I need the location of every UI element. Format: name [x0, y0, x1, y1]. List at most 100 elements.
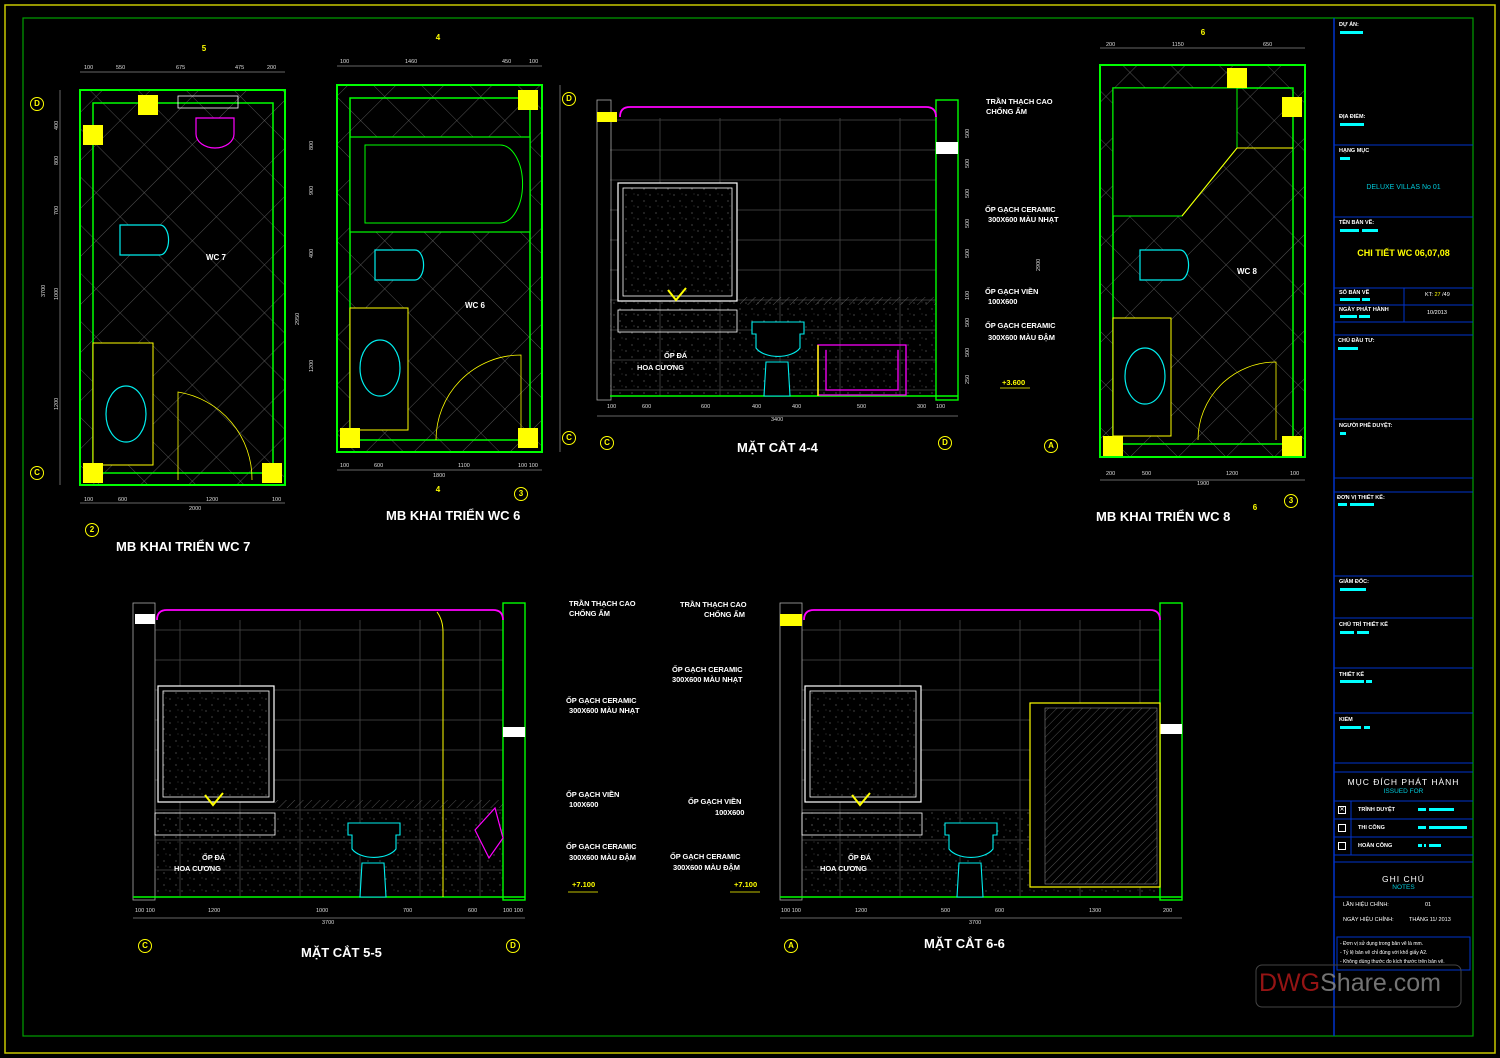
dimension: 1460	[405, 59, 418, 65]
note-granite: ỐP ĐÁ	[202, 853, 226, 862]
note-line: - Tỷ lệ bản vẽ chỉ đúng với khổ giấy A2.	[1340, 950, 1428, 956]
checkbox-hoan-cong[interactable]	[1338, 842, 1346, 850]
grid-bubble: 3	[514, 487, 528, 501]
redacted-bar	[1362, 298, 1370, 301]
redacted-bar	[1366, 680, 1372, 683]
project-label: DỰ ÁN:	[1339, 22, 1359, 28]
dimension: 100	[965, 290, 971, 300]
note-ceramic-dark: ỐP GẠCH CERAMIC	[670, 852, 741, 861]
note-ceiling-sub: CHỐNG ẨM	[704, 610, 745, 619]
dimension: 1200	[1226, 471, 1239, 477]
view-title-wc6: MB KHAI TRIỂN WC 6	[386, 508, 521, 523]
dimension: 100	[340, 59, 350, 65]
dimension: 500	[941, 908, 951, 914]
redacted-bar	[1340, 432, 1346, 435]
dimension: 100	[84, 497, 94, 503]
dimension: 100 100	[503, 908, 523, 914]
redacted-bar	[1429, 844, 1441, 847]
note-ceramic-light: ỐP GẠCH CERAMIC	[672, 665, 743, 674]
dimension: 400	[309, 248, 315, 258]
wc7-plan	[59, 71, 286, 504]
dimension-total: 2900	[1036, 258, 1042, 271]
grid-bubble: C	[600, 436, 614, 450]
dimension: 400	[752, 404, 762, 410]
dimension: 200	[1106, 42, 1116, 48]
redacted-bar	[1424, 844, 1426, 847]
option-label: TRÌNH DUYỆT	[1358, 807, 1395, 813]
approver-label: NGƯỜI PHÊ DUYỆT:	[1339, 423, 1393, 429]
redacted-bar	[1429, 808, 1454, 811]
dimension: 900	[309, 185, 315, 195]
checkbox-thi-cong[interactable]	[1338, 824, 1346, 832]
dimension-total: 3700	[969, 920, 982, 926]
checkbox-trinh-duyet[interactable]: ✕	[1338, 806, 1346, 814]
note-ceramic-light-sub: 300X600 MÀU NHẠT	[988, 215, 1059, 224]
section-marker: 6	[1252, 503, 1258, 512]
note-ceramic-light: ỐP GẠCH CERAMIC	[985, 205, 1056, 214]
redacted-bar	[1340, 157, 1350, 160]
dimension: 500	[965, 128, 971, 138]
dimension: 1000	[316, 908, 329, 914]
note-ceramic-light: ỐP GẠCH CERAMIC	[566, 696, 637, 705]
notes-title: GHI CHÚ	[1382, 874, 1425, 884]
section-marker: 6	[1200, 28, 1206, 37]
note-ceramic-dark-sub: 300X600 MÀU ĐẬM	[988, 333, 1055, 342]
inner-border	[22, 17, 1474, 1037]
dimension: 400	[792, 404, 802, 410]
location-label: ĐỊA ĐIỂM:	[1339, 114, 1366, 120]
note-border-tile-sub: 100X600	[715, 808, 745, 817]
note-granite: ỐP ĐÁ	[664, 351, 688, 360]
drawing-name-label: TÊN BẢN VẼ:	[1339, 220, 1375, 226]
design-unit-label: ĐƠN VỊ THIẾT KẾ:	[1337, 495, 1385, 501]
dimension: 100	[936, 404, 946, 410]
dimension: 400	[54, 120, 60, 130]
note-ceramic-dark-sub: 300X600 MÀU ĐẬM	[569, 853, 636, 862]
section-5-5	[132, 602, 598, 919]
note-ceramic-dark: ỐP GẠCH CERAMIC	[566, 842, 637, 851]
note-ceiling-sub: CHỐNG ẨM	[986, 107, 1027, 116]
designer-label: THIẾT KẾ	[1339, 672, 1365, 678]
redacted-bar	[1418, 808, 1426, 811]
dimension: 500	[965, 347, 971, 357]
note-ceiling-sub: CHỐNG ẨM	[569, 609, 610, 618]
issued-for-title: MỤC ĐÍCH PHÁT HÀNH	[1347, 777, 1460, 787]
dimension-total: 1900	[1197, 481, 1210, 487]
redacted-bar	[1338, 347, 1358, 350]
dimension: 500	[965, 218, 971, 228]
view-title-section-6-6: MẶT CẮT 6-6	[924, 936, 1005, 951]
dimension: 100 100	[135, 908, 155, 914]
grid-bubble: A	[1044, 439, 1058, 453]
grid-bubble: C	[30, 466, 44, 480]
dimension: 450	[502, 59, 512, 65]
redacted-bar	[1364, 726, 1370, 729]
watermark-dwg: DWG	[1259, 969, 1321, 997]
redacted-bar	[1418, 826, 1426, 829]
dimension: 600	[701, 404, 711, 410]
issue-date-value: 10/2013	[1427, 310, 1447, 316]
dimension: 700	[54, 205, 60, 215]
wc8-plan	[1099, 47, 1306, 481]
redacted-bar	[1340, 123, 1364, 126]
grid-bubble: C	[138, 939, 152, 953]
dimension-total: 3700	[41, 284, 47, 297]
redacted-bar	[1338, 503, 1347, 506]
note-ceiling: TRẦN THẠCH CAO	[986, 97, 1053, 106]
dimension: 500	[1142, 471, 1152, 477]
kt-label: KT:	[1425, 292, 1433, 298]
dimension: 250	[965, 374, 971, 384]
dimension: 800	[309, 140, 315, 150]
dimension: 1200	[54, 397, 60, 410]
elevation-mark: +3.600	[1002, 378, 1026, 387]
dimension: 500	[857, 404, 867, 410]
issue-date-label: NGÀY PHÁT HÀNH	[1339, 307, 1389, 313]
redacted-bar	[1429, 826, 1467, 829]
dimension: 1150	[1172, 42, 1184, 48]
elevation-mark: +7.100	[734, 880, 758, 889]
section-marker: 5	[201, 44, 207, 53]
section-4-4	[596, 99, 1030, 417]
revision-date-label: NGÀY HIỆU CHỈNH:	[1343, 917, 1394, 923]
redacted-bar	[1340, 680, 1364, 683]
dimension-total: 3700	[322, 920, 335, 926]
dimension: 1200	[309, 359, 315, 372]
